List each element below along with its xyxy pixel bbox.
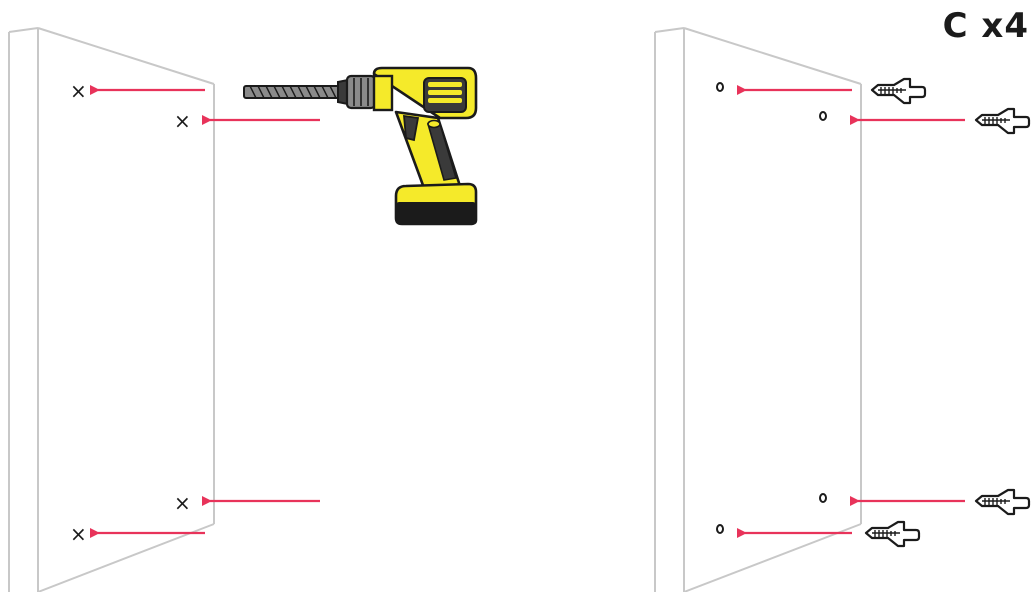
pre-drilled-holes	[716, 82, 827, 534]
drill-marks-left: × × × ×	[70, 79, 191, 546]
arrows-left	[90, 85, 320, 538]
drill-mark-1: ×	[70, 79, 87, 103]
wall-plug-icon	[870, 77, 927, 105]
wall-plug-icon	[974, 488, 1031, 516]
drill-mark-2: ×	[174, 109, 191, 133]
part-count-label: C x4	[942, 6, 1029, 46]
drill-mark-3: ×	[174, 491, 191, 515]
hole-4	[716, 524, 724, 534]
hole-1	[716, 82, 724, 92]
wall-plug-icon	[974, 107, 1031, 135]
drill-mark-4: ×	[70, 522, 87, 546]
arrows-right	[737, 85, 965, 538]
power-drill-icon	[243, 66, 478, 226]
right-panel	[654, 27, 862, 593]
wall-plugs	[864, 77, 1031, 548]
hole-3	[819, 493, 827, 503]
hole-2	[819, 111, 827, 121]
left-panel	[8, 27, 215, 593]
wall-plug-icon	[864, 520, 921, 548]
